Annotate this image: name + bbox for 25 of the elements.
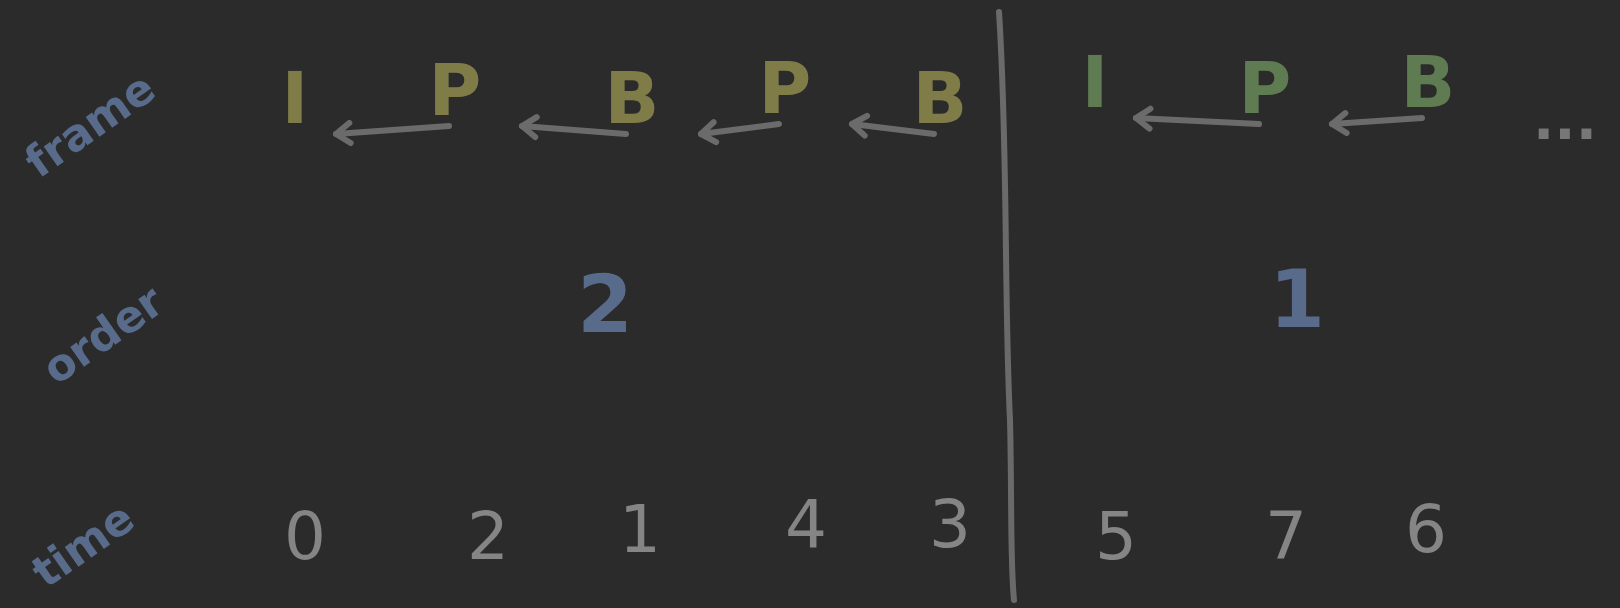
time-number: 2 bbox=[467, 504, 509, 570]
frame-letter: P bbox=[1234, 52, 1296, 124]
time-number: 7 bbox=[1265, 504, 1307, 570]
frame-letter: I bbox=[277, 62, 313, 134]
arrow bbox=[698, 119, 782, 146]
frame-letter: B bbox=[1396, 46, 1460, 118]
time-number: 5 bbox=[1095, 504, 1137, 570]
frame-letter: P bbox=[754, 52, 816, 124]
frame-letter: P bbox=[424, 54, 486, 126]
frame-letter: I bbox=[1077, 46, 1113, 118]
arrow bbox=[333, 120, 452, 146]
arrow bbox=[1329, 110, 1425, 137]
ellipsis: ... bbox=[1533, 92, 1597, 148]
time-number: 0 bbox=[284, 504, 326, 570]
time-number: 6 bbox=[1405, 497, 1447, 563]
arrow bbox=[849, 112, 937, 139]
frame-letter: B bbox=[600, 62, 664, 134]
time-number: 4 bbox=[785, 492, 827, 558]
arrow bbox=[519, 114, 629, 141]
time-number: 3 bbox=[929, 492, 971, 558]
order-number: 2 bbox=[577, 265, 633, 345]
time-number: 1 bbox=[619, 497, 661, 563]
arrow bbox=[1133, 105, 1262, 132]
frame-letter: B bbox=[908, 62, 972, 134]
order-number: 1 bbox=[1269, 260, 1325, 340]
